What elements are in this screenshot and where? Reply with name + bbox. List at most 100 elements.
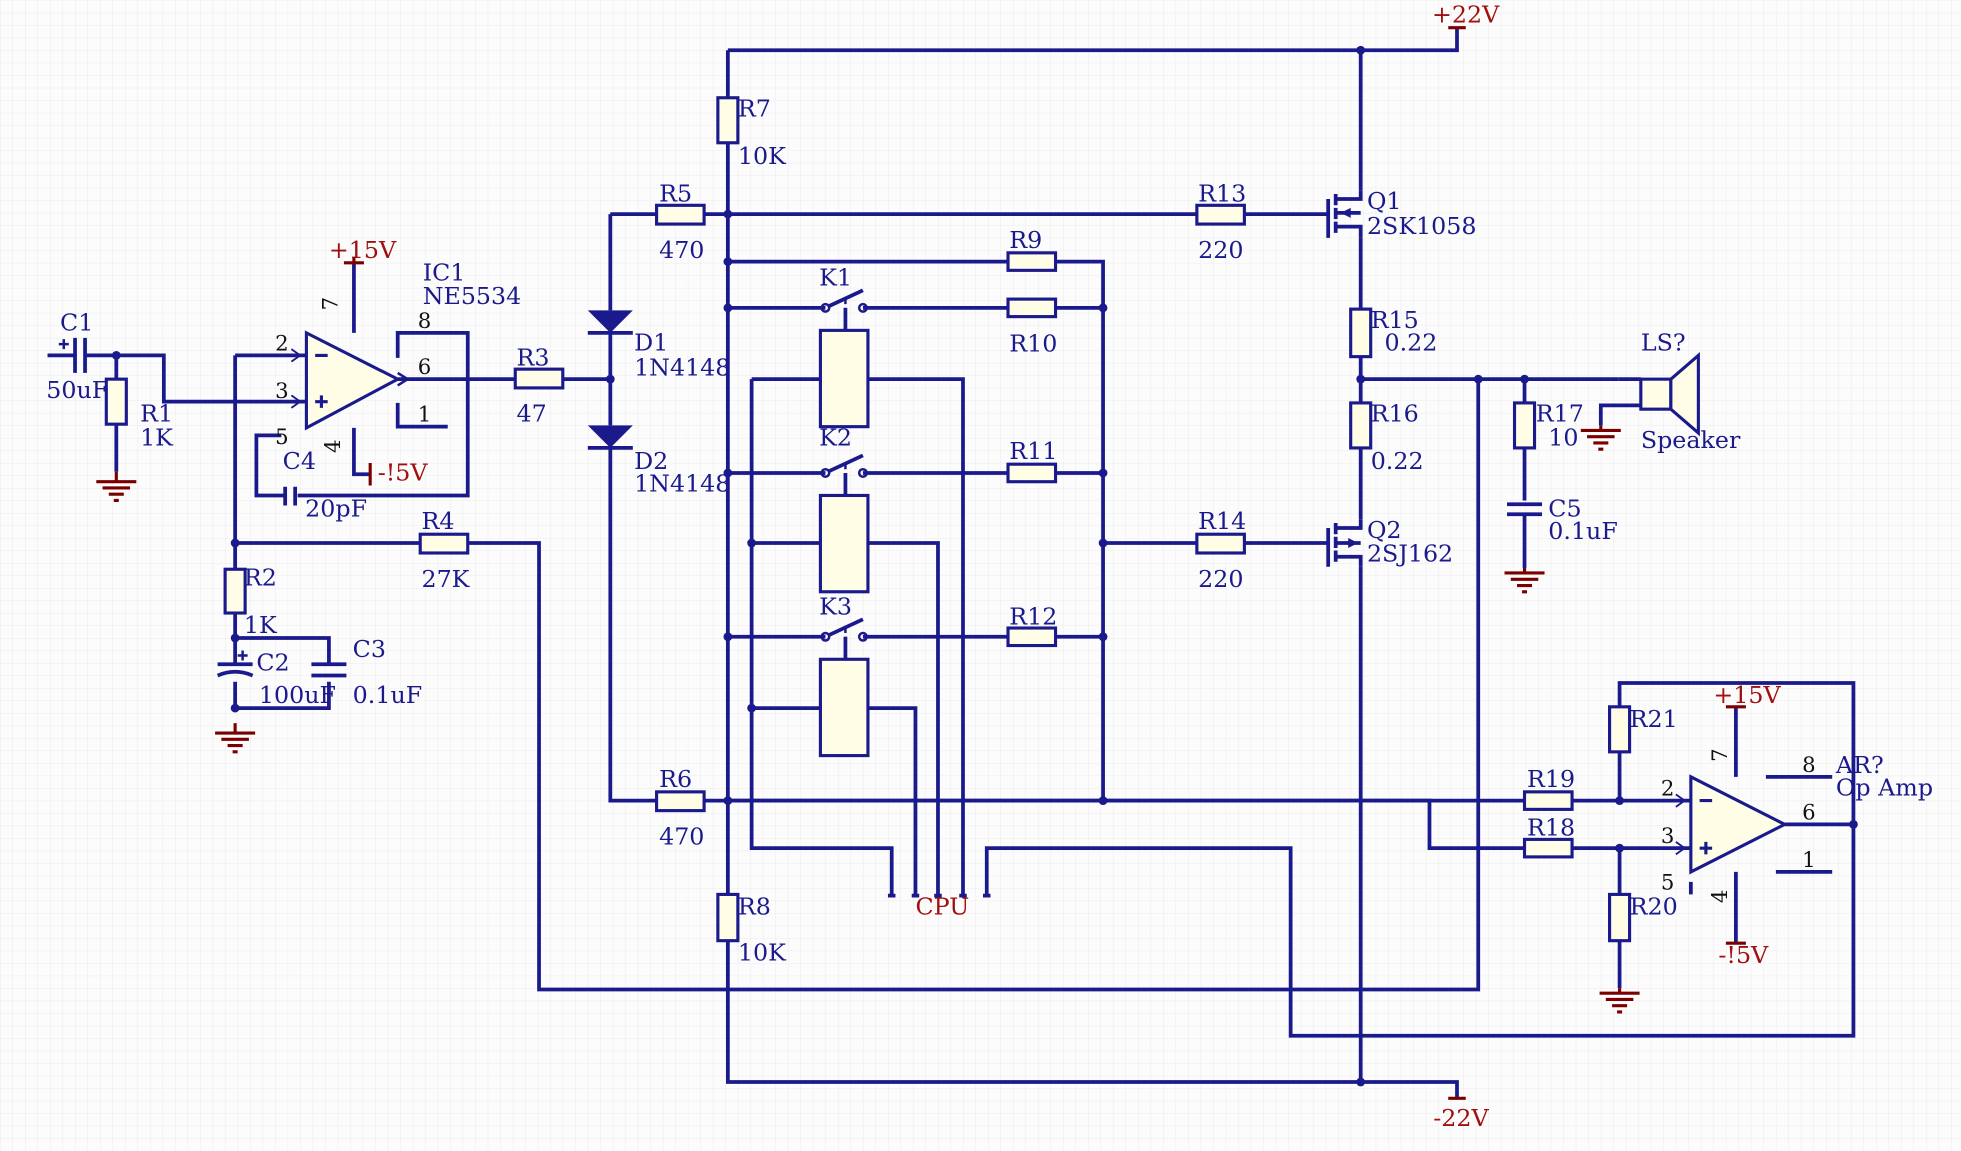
ar-pin-5: 5 — [1661, 870, 1675, 895]
pin-numbers: 2 3 5 6 7 8 1 4 2 3 5 6 7 8 1 4 — [275, 297, 1816, 903]
ref-R7: R7 — [738, 95, 771, 123]
ref-R1: R1 — [140, 400, 173, 428]
resistor-R5 — [655, 203, 706, 226]
ref-Q1: Q1 — [1367, 187, 1402, 215]
junction-dot — [747, 538, 757, 548]
capacitor-C4 — [283, 486, 298, 506]
junction-dot — [1356, 1077, 1366, 1087]
junction-dot — [723, 209, 733, 219]
power-label-ar-neg: -!5V — [1718, 941, 1769, 969]
ref-C3: C3 — [353, 635, 386, 663]
junction-dot — [111, 351, 121, 360]
resistor-R7 — [716, 96, 740, 145]
ref-R21: R21 — [1630, 705, 1678, 733]
value-R5: 470 — [659, 236, 704, 264]
mosfet-Q2 — [1326, 519, 1363, 567]
ar-pin-2: 2 — [1661, 777, 1675, 802]
mosfet-Q1 — [1326, 190, 1363, 238]
ar-pin-7: 7 — [1708, 748, 1733, 762]
power-label-ic1-pos: +15V — [329, 236, 397, 264]
value-R2: 1K — [244, 611, 278, 639]
resistor-R4 — [418, 532, 470, 555]
junction-dot — [1098, 303, 1108, 313]
value-R8: 10K — [738, 939, 787, 967]
ref-C4: C4 — [283, 447, 316, 475]
value-R7: 10K — [738, 142, 787, 170]
value-R3: 47 — [517, 400, 547, 428]
value-R13: 220 — [1198, 236, 1243, 264]
diodes — [587, 310, 633, 450]
wires — [47, 27, 1856, 1099]
junction-dot — [723, 468, 733, 478]
value-R15: 0.22 — [1384, 328, 1437, 356]
resistor-R14 — [1195, 532, 1246, 555]
ground-icon — [215, 723, 256, 754]
resistor-R21 — [1608, 705, 1632, 754]
opamp-IC1 — [290, 330, 411, 431]
ic1-pin-4: 4 — [321, 439, 346, 453]
junction-dot — [723, 796, 733, 805]
ref-R9: R9 — [1009, 226, 1042, 254]
value-C4: 20pF — [305, 495, 367, 523]
resistor-bodies — [104, 96, 1632, 943]
junction-dot — [1849, 819, 1858, 829]
ar-pin-6: 6 — [1802, 800, 1816, 825]
ground-icon — [1580, 425, 1621, 451]
resistor-R10 — [1006, 297, 1058, 319]
value-AR: Op Amp — [1836, 774, 1933, 802]
value-R16: 0.22 — [1371, 447, 1424, 475]
resistor-R20 — [1608, 892, 1632, 943]
junction-dot — [723, 257, 733, 266]
junction-dot — [1098, 538, 1108, 548]
ic1-pin-8: 8 — [418, 309, 432, 334]
ground-symbols — [96, 425, 1640, 1014]
ar-pin-4: 4 — [1708, 890, 1733, 904]
diode-D1 — [587, 310, 633, 335]
ref-R4: R4 — [421, 507, 454, 535]
ref-C5: C5 — [1548, 495, 1581, 523]
junction-dot — [747, 703, 757, 713]
ar-pin-8: 8 — [1802, 753, 1816, 778]
ref-D1: D1 — [634, 328, 668, 356]
ref-AR: AR? — [1835, 751, 1884, 779]
ref-R17: R17 — [1536, 400, 1584, 428]
component-labels: C1 50uF R1 1K IC1 NE5534 C4 20pF R3 47 R… — [46, 95, 1933, 967]
ref-C2: C2 — [256, 649, 289, 677]
ref-R18: R18 — [1527, 814, 1575, 842]
value-LS: Speaker — [1641, 426, 1741, 454]
resistor-R8 — [716, 892, 740, 943]
capacitor-C3 — [311, 662, 347, 678]
capacitor-bodies — [58, 337, 1543, 678]
relays — [818, 288, 870, 758]
ref-R10: R10 — [1009, 330, 1057, 358]
ground-icon — [1599, 988, 1640, 1014]
ar-pin-3: 3 — [1661, 824, 1675, 849]
value-Q1: 2SK1058 — [1367, 212, 1477, 240]
power-label-p22: +22V — [1432, 1, 1500, 29]
junction-dot — [1473, 374, 1483, 384]
resistor-R12 — [1006, 626, 1058, 648]
ref-R20: R20 — [1630, 892, 1678, 920]
value-R6: 470 — [659, 822, 704, 850]
capacitor-C1 — [58, 337, 87, 373]
diode-D2 — [587, 425, 633, 450]
junction-dot — [1098, 796, 1108, 805]
power-label-ic1-neg: -!5V — [378, 458, 429, 486]
ref-R8: R8 — [738, 892, 771, 920]
ref-K3: K3 — [819, 592, 852, 620]
ground-icon — [1504, 567, 1545, 594]
ref-R15: R15 — [1371, 306, 1419, 334]
value-R14: 220 — [1198, 565, 1243, 593]
ref-R3: R3 — [517, 343, 550, 371]
junctions — [111, 45, 1858, 1087]
value-IC1: NE5534 — [423, 282, 522, 310]
junction-dot — [1356, 374, 1366, 384]
resistor-R2 — [223, 567, 247, 615]
capacitor-C2 — [216, 650, 254, 678]
power-label-n22: -22V — [1433, 1104, 1489, 1132]
ref-R14: R14 — [1198, 507, 1246, 535]
junction-dot — [230, 633, 240, 643]
ref-D2: D2 — [634, 447, 668, 475]
junction-dot — [723, 303, 733, 313]
